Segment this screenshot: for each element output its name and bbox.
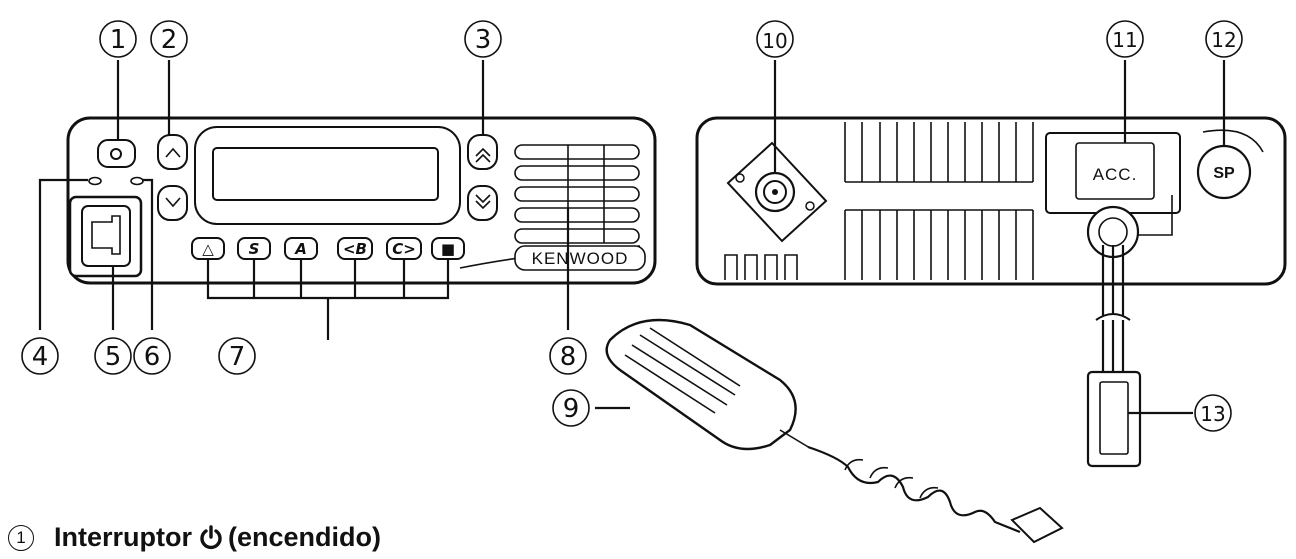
microphone <box>605 318 1064 544</box>
callout-3: 3 <box>464 20 502 58</box>
caption: 1 Interruptor (encendido) <box>8 522 381 553</box>
sp-label: SP <box>1213 165 1235 182</box>
power-cable <box>1086 245 1142 468</box>
callout-1: 1 <box>99 20 137 58</box>
callout-7: 7 <box>218 337 256 375</box>
function-key-6: ■ <box>431 237 465 260</box>
callout-8: 8 <box>549 337 587 375</box>
group-up-button <box>467 134 498 170</box>
callout-13: 13 <box>1194 394 1232 432</box>
function-key-3: A <box>284 237 318 260</box>
svg-text:6: 6 <box>144 342 161 372</box>
led-left <box>88 176 102 186</box>
svg-text:7: 7 <box>229 342 246 372</box>
svg-text:■: ■ <box>441 240 455 258</box>
down-button <box>157 185 188 221</box>
svg-text:8: 8 <box>560 342 577 372</box>
svg-text:13: 13 <box>1200 402 1225 426</box>
svg-text:A: A <box>294 240 307 258</box>
function-key-2: S <box>237 237 271 260</box>
caption-number: 1 <box>8 524 34 551</box>
caption-text-after: (encendido) <box>228 522 381 552</box>
svg-text:9: 9 <box>563 394 580 424</box>
callout-10: 10 <box>756 20 794 58</box>
svg-text:C>: C> <box>392 240 416 258</box>
group-down-button <box>467 185 498 221</box>
svg-text:4: 4 <box>32 342 49 372</box>
leader-lines <box>38 60 1226 415</box>
power-icon <box>200 524 222 549</box>
function-key-5: C> <box>386 237 422 260</box>
led-right <box>130 176 144 186</box>
antenna-connector <box>726 141 828 243</box>
svg-text:12: 12 <box>1211 28 1236 52</box>
caption-text-before: Interruptor <box>54 522 192 552</box>
rear-panel: ACC. SP <box>695 116 1287 286</box>
svg-text:△: △ <box>202 240 214 258</box>
brand-label: KENWOOD <box>532 249 629 268</box>
acc-label: ACC. <box>1093 165 1138 184</box>
svg-text:<B: <B <box>343 240 367 258</box>
mic-plug <box>1010 506 1064 544</box>
callout-6: 6 <box>133 337 171 375</box>
callout-11: 11 <box>1106 20 1144 58</box>
callout-9: 9 <box>552 389 590 427</box>
up-button <box>157 134 188 170</box>
function-key-1: △ <box>191 237 225 260</box>
callout-4: 4 <box>21 337 59 375</box>
acc-connector: ACC. <box>1045 132 1181 214</box>
svg-text:10: 10 <box>762 29 787 53</box>
svg-text:S: S <box>249 240 260 258</box>
mic-cord <box>807 445 1021 534</box>
function-key-4: <B <box>337 237 373 260</box>
callout-12: 12 <box>1205 20 1243 58</box>
front-panel: KENWOOD △ S A <B C> <box>66 116 657 285</box>
heatsink <box>724 122 1034 280</box>
svg-text:1: 1 <box>110 25 127 55</box>
function-keys: △ S A <B C> ■ <box>191 237 465 260</box>
callout-2: 2 <box>150 20 188 58</box>
callout-5: 5 <box>94 337 132 375</box>
svg-text:5: 5 <box>105 342 122 372</box>
svg-text:3: 3 <box>475 25 492 55</box>
svg-text:11: 11 <box>1112 28 1137 52</box>
svg-text:2: 2 <box>161 25 178 55</box>
